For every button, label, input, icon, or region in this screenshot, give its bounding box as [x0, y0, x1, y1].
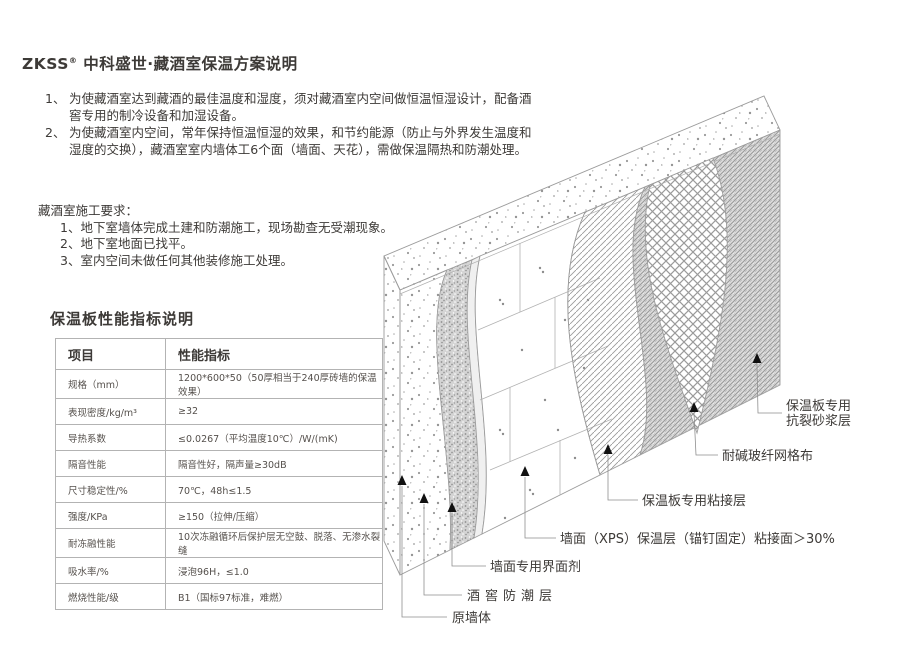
row-label: 隔音性能: [55, 450, 166, 477]
row-value: ≥150（拉伸/压缩）: [165, 502, 383, 529]
intro-item-2: 2、 为使藏酒室内空间，常年保持恒温恒湿的效果，和节约能源（防止与外界发生温度和…: [45, 124, 534, 158]
registered-mark: ®: [68, 56, 78, 65]
label-interface: 墙面专用界面剂: [490, 560, 581, 575]
leader-lines: [401, 363, 782, 618]
row-value: ≤0.0267（平均温度10℃）/W/(mK): [165, 424, 383, 451]
row-label: 强度/KPa: [55, 502, 166, 529]
row-value: 隔音性好，隔声量≥30dB: [165, 450, 383, 477]
construction-requirements: 藏酒室施工要求： 1、地下室墙体完成土建和防潮施工，现场勘查无受潮现象。 2、地…: [38, 203, 518, 269]
row-label: 尺寸稳定性/%: [55, 476, 166, 503]
label-mesh: 耐碱玻纤网格布: [722, 448, 813, 464]
brand-name: ZKSS: [22, 55, 69, 73]
original-wall-side-face: [383, 255, 401, 576]
table-row: 表现密度/kg/m³ ≥32: [55, 398, 383, 425]
intro-paragraphs: 1、 为使藏酒室达到藏酒的最佳温度和湿度，须对藏酒室内空间做恒温恒湿设计，配备酒…: [45, 90, 534, 158]
row-label: 表现密度/kg/m³: [55, 398, 166, 425]
intro-item-1-number: 1、: [45, 91, 66, 106]
label-moisture: 酒窖防潮层: [467, 588, 557, 604]
fiberglass-mesh-layer: [644, 157, 728, 435]
spec-table-header-row: 项目 性能指标: [55, 338, 383, 370]
table-row: 规格（mm） 1200*600*50（50厚相当于240厚砖墙的保温效果）: [55, 369, 383, 399]
requirement-item-3: 3、室内空间未做任何其他装修施工处理。: [60, 252, 293, 268]
label-mortar-line2: 抗裂砂浆层: [786, 414, 851, 429]
row-label: 导热系数: [55, 424, 166, 451]
row-label: 燃烧性能/级: [55, 583, 166, 610]
label-adhesive: 保温板专用粘接层: [642, 493, 746, 509]
table-row: 吸水率/% 浸泡96H，≤1.0: [55, 557, 383, 584]
intro-item-2-number: 2、: [45, 125, 66, 140]
row-value: 1200*600*50（50厚相当于240厚砖墙的保温效果）: [165, 369, 383, 399]
label-mortar-line1: 保温板专用: [786, 399, 851, 414]
table-row: 强度/KPa ≥150（拉伸/压缩）: [55, 502, 383, 529]
row-label: 规格（mm）: [55, 369, 166, 399]
row-label: 耐冻融性能: [55, 528, 166, 558]
table-row: 耐冻融性能 10次冻融循环后保护层无空鼓、脱落、无渗水裂缝: [55, 528, 383, 558]
page-title: ZKSS® 中科盛世·藏酒室保温方案说明: [22, 52, 298, 74]
label-original-wall: 原墙体: [452, 611, 491, 626]
label-xps: 墙面（XPS）保温层（锚钉固定）粘接面＞30%: [560, 531, 835, 547]
row-value: 10次冻融循环后保护层无空鼓、脱落、无渗水裂缝: [165, 528, 383, 558]
requirement-item-1: 1、地下室墙体完成土建和防潮施工，现场勘查无受潮现象。: [60, 219, 393, 235]
intro-item-1: 1、 为使藏酒室达到藏酒的最佳温度和湿度，须对藏酒室内空间做恒温恒湿设计，配备酒…: [45, 90, 534, 124]
top-edge-cap-line: [399, 133, 781, 295]
table-row: 尺寸稳定性/% 70℃，48h≤1.5: [55, 476, 383, 503]
page-title-text: 中科盛世·藏酒室保温方案说明: [83, 55, 298, 73]
up-arrow-icons: [397, 353, 762, 512]
row-label: 吸水率/%: [55, 557, 166, 584]
row-value: 70℃，48h≤1.5: [165, 476, 383, 503]
spec-table-title: 保温板性能指标说明: [50, 310, 195, 328]
intro-item-1-text: 为使藏酒室达到藏酒的最佳温度和湿度，须对藏酒室内空间做恒温恒湿设计，配备酒窖专用…: [69, 91, 532, 123]
requirement-item-2: 2、地下室地面已找平。: [60, 236, 193, 251]
table-row: 燃烧性能/级 B1（国标97标准，难燃）: [55, 583, 383, 610]
requirements-heading: 藏酒室施工要求：: [38, 203, 139, 218]
row-value: ≥32: [165, 398, 383, 425]
row-value: 浸泡96H，≤1.0: [165, 557, 383, 584]
row-value: B1（国标97标准，难燃）: [165, 583, 383, 610]
table-row: 隔音性能 隔音性好，隔声量≥30dB: [55, 450, 383, 477]
spec-header-value: 性能指标: [165, 338, 383, 370]
table-row: 导热系数 ≤0.0267（平均温度10℃）/W/(mK): [55, 424, 383, 451]
spec-table: 项目 性能指标 规格（mm） 1200*600*50（50厚相当于240厚砖墙的…: [55, 338, 383, 610]
spec-header-item: 项目: [55, 338, 166, 370]
intro-item-2-text: 为使藏酒室内空间，常年保持恒温恒湿的效果，和节约能源（防止与外界发生温度和湿度的…: [69, 125, 532, 157]
